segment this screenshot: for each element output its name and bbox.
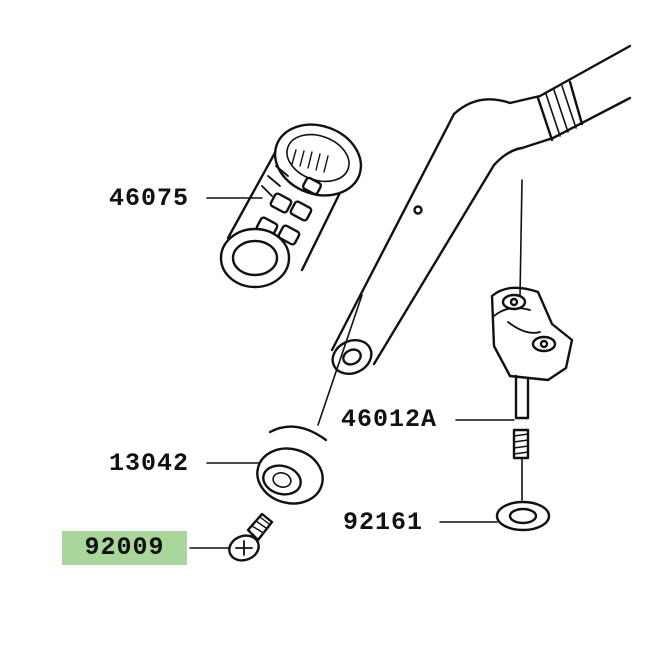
part-number-grip: 46075 bbox=[109, 184, 190, 213]
leader-lines bbox=[189, 179, 523, 549]
part-number-bar-end-weight: 13042 bbox=[109, 449, 190, 478]
part-number-washer: 92161 bbox=[343, 508, 424, 537]
assembly-line-holder bbox=[519, 179, 523, 297]
grip bbox=[219, 123, 363, 289]
screw bbox=[228, 512, 274, 562]
washer bbox=[495, 500, 551, 532]
part-number-screw: 92009 bbox=[62, 531, 187, 565]
bar-end-weight bbox=[256, 425, 328, 505]
part-number-handlebar-holder: 46012A bbox=[341, 405, 438, 434]
assembly-line-weight bbox=[317, 294, 363, 426]
handlebar bbox=[330, 44, 632, 375]
handlebar-holder bbox=[490, 286, 574, 460]
